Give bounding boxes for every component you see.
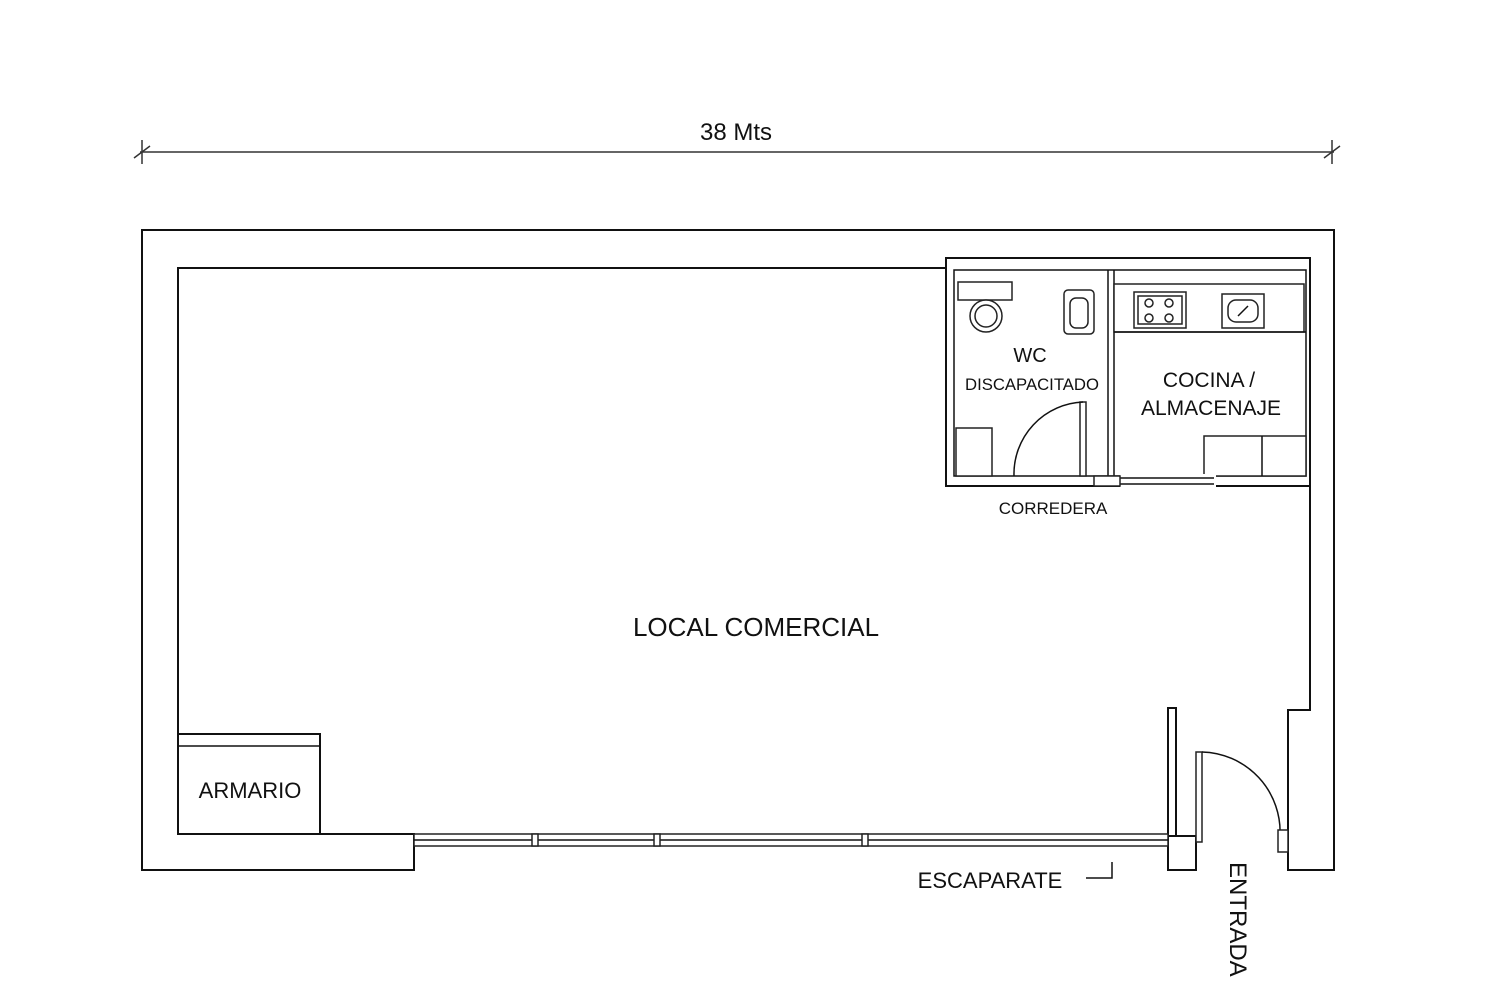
- dimension-line: [133, 140, 1341, 164]
- kitchen-label-sub: ALMACENAJE: [1141, 397, 1281, 420]
- wc-room: [955, 270, 1115, 477]
- wc-label: WC: [1013, 345, 1046, 367]
- closet-label: ARMARIO: [199, 778, 302, 803]
- shop-window-pointer: [1086, 862, 1113, 879]
- shop-window: [413, 833, 1169, 847]
- entrance-label: ENTRADA: [1224, 862, 1251, 977]
- entrance-left-pillar: [1167, 835, 1197, 871]
- wc-label-sub: DISCAPACITADO: [965, 375, 1099, 394]
- sliding-door-label: CORREDERA: [999, 499, 1108, 518]
- main-room-label: LOCAL COMERCIAL: [633, 612, 879, 642]
- kitchen-room: [1113, 283, 1307, 477]
- dimension-label: 38 Mts: [700, 119, 772, 146]
- entrance-door: [1195, 751, 1289, 853]
- closet: [177, 733, 321, 835]
- kitchen-label: COCINA /: [1163, 369, 1255, 392]
- sliding-door: [1093, 474, 1216, 488]
- shop-window-label: ESCAPARATE: [918, 868, 1063, 893]
